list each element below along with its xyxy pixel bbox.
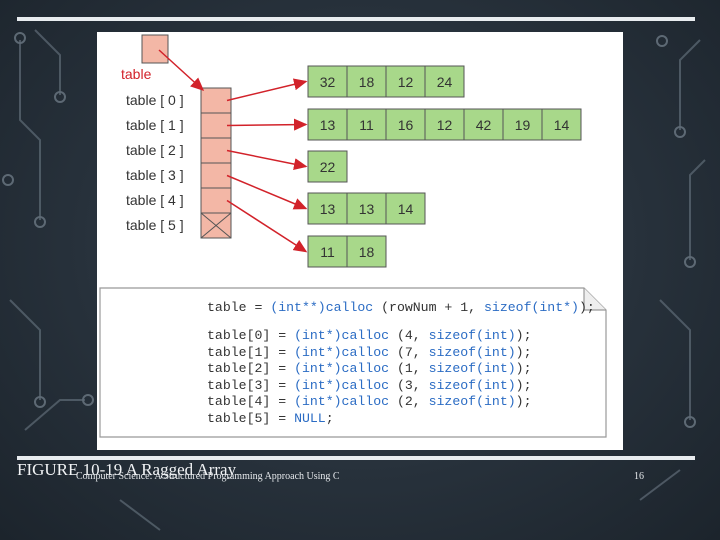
table-pointer-cell — [141, 34, 169, 64]
row-label-5: table [ 5 ] — [126, 217, 184, 233]
array-3-cell-0 — [307, 192, 348, 225]
array-1-cell-3 — [424, 108, 465, 141]
footer-book-title: Computer Science: A Structured Programmi… — [76, 471, 340, 482]
array-2-value-0: 22 — [320, 159, 336, 175]
array-1-arrow — [226, 118, 308, 131]
array-1-value-6: 14 — [554, 117, 570, 133]
array-1-cell-4 — [463, 108, 504, 141]
array-3-value-0: 13 — [320, 201, 336, 217]
array-0-cell-2 — [385, 65, 426, 98]
code-line-row-1: table[1] = (int*)calloc (7, sizeof(int))… — [207, 344, 532, 360]
row-label-4: table [ 4 ] — [126, 192, 184, 208]
row-label-3: table [ 3 ] — [126, 167, 184, 183]
array-2-arrow — [226, 149, 308, 170]
array-4-arrow — [226, 199, 308, 253]
null-cross-line-b — [200, 212, 232, 239]
row-label-1: table [ 1 ] — [126, 117, 184, 133]
array-1-value-4: 42 — [476, 117, 492, 133]
figure-panel: table table [ 0 ] table [ 1 ] table [ 2 ] ta… — [97, 32, 623, 450]
pointer-cell-4 — [200, 187, 232, 214]
array-1-cell-1 — [346, 108, 387, 141]
array-0-cell-3 — [424, 65, 465, 98]
row-label-0: table [ 0 ] — [126, 92, 184, 108]
top-rule — [17, 17, 695, 21]
array-0-value-2: 12 — [398, 74, 414, 90]
figure-caption: FIGURE 10-19 A Ragged Array — [17, 460, 237, 479]
array-0-value-0: 32 — [320, 74, 336, 90]
array-1-value-3: 12 — [437, 117, 453, 133]
array-0-value-1: 18 — [359, 74, 375, 90]
table-pointer-label: table — [121, 66, 152, 82]
array-1-cell-5 — [502, 108, 543, 141]
array-1-value-2: 16 — [398, 117, 414, 133]
array-3-value-1: 13 — [359, 201, 375, 217]
code-line-row-2: table[2] = (int*)calloc (1, sizeof(int))… — [207, 361, 532, 376]
array-2-cell-0 — [307, 150, 348, 183]
array-0-arrow — [226, 78, 308, 102]
array-3-cell-1 — [346, 192, 387, 225]
pointer-cell-0 — [200, 87, 232, 114]
table-pointer-arrow — [158, 49, 205, 92]
page-number: 16 — [634, 471, 644, 482]
array-4-cell-1 — [346, 235, 387, 268]
array-1-value-5: 19 — [515, 117, 531, 133]
ragged-array-diagram: table table [ 0 ] table [ 1 ] table [ 2 ] ta… — [121, 34, 582, 268]
code-line-row-5: table[5] = NULL; — [207, 410, 334, 426]
code-box-frame — [99, 287, 607, 438]
array-3-value-2: 14 — [398, 201, 414, 217]
array-4-value-1: 18 — [359, 244, 375, 260]
array-3-arrow — [226, 174, 308, 210]
array-1-cell-2 — [385, 108, 426, 141]
array-4-cell-0 — [307, 235, 348, 268]
code-line-row-4: table[4] = (int*)calloc (2, sizeof(int))… — [207, 394, 532, 409]
array-3-cell-2 — [385, 192, 426, 225]
code-line-row-0: table[0] = (int*)calloc (4, sizeof(int))… — [207, 328, 532, 343]
array-1-cell-6 — [541, 108, 582, 141]
array-0-value-3: 24 — [437, 74, 453, 90]
row-label-2: table [ 2 ] — [126, 142, 184, 158]
array-1-value-0: 13 — [320, 117, 336, 133]
code-line-table-alloc: table = (int**)calloc (rowNum + 1, sizeo… — [207, 300, 595, 315]
array-1-cell-0 — [307, 108, 348, 141]
array-1-value-1: 11 — [359, 117, 374, 133]
bottom-rule — [17, 456, 695, 460]
array-0-cell-0 — [307, 65, 348, 98]
code-line-row-3: table[3] = (int*)calloc (3, sizeof(int))… — [207, 377, 532, 393]
array-4-value-0: 11 — [320, 244, 335, 260]
